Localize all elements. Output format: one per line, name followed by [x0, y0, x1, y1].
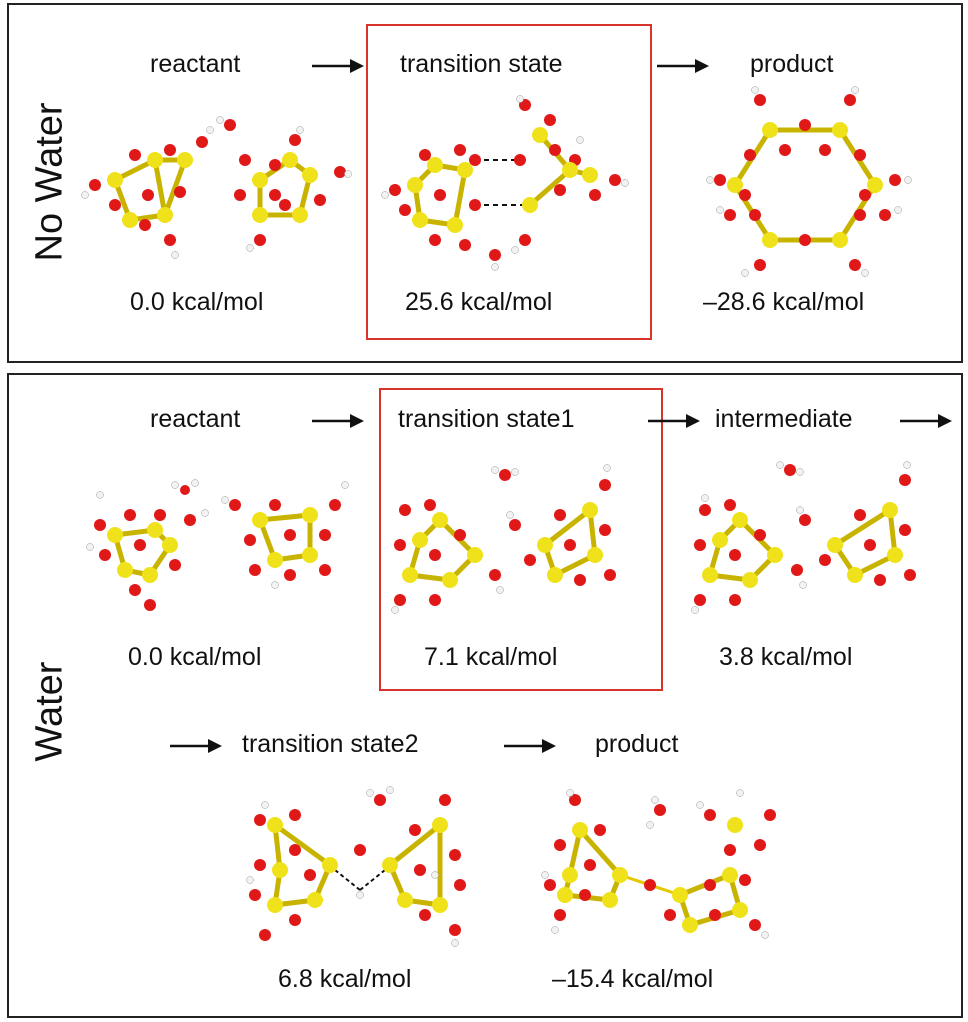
panel-water [7, 373, 963, 1018]
step-label-reactant: reactant [150, 50, 241, 78]
highlight-transition-state [366, 24, 652, 340]
arrow-5 [900, 414, 952, 428]
highlight-transition-state1 [379, 388, 663, 691]
arrow-2 [657, 59, 709, 73]
step-label-product-water: product [595, 730, 679, 758]
molecule-product-no-water [706, 86, 912, 277]
arrow-6 [170, 739, 222, 753]
energy-transition-state: 25.6 kcal/mol [405, 288, 553, 316]
energy-transition-state2: 6.8 kcal/mol [278, 965, 412, 993]
step-label-transition-state: transition state [400, 50, 563, 78]
step-label-product: product [750, 50, 834, 78]
energy-intermediate: 3.8 kcal/mol [719, 643, 853, 671]
molecule-reactant-water [86, 479, 349, 611]
panel-no-water [7, 3, 963, 363]
energy-transition-state1: 7.1 kcal/mol [424, 643, 558, 671]
molecule-transition-state2-water [246, 786, 466, 947]
panel-title-water: Water [28, 661, 71, 762]
step-label-intermediate: intermediate [715, 405, 853, 433]
molecule-transition-state-no-water [381, 95, 629, 271]
molecule-product-water [541, 789, 776, 939]
step-label-transition-state2: transition state2 [242, 730, 419, 758]
arrow-3 [312, 414, 364, 428]
arrow-7 [504, 739, 556, 753]
energy-reactant-water: 0.0 kcal/mol [128, 643, 262, 671]
arrow-1 [312, 59, 364, 73]
step-label-transition-state1: transition state1 [398, 405, 575, 433]
panel-title-no-water: No Water [28, 102, 71, 262]
energy-product: –28.6 kcal/mol [703, 288, 865, 316]
molecule-transition-state1-water [391, 464, 616, 614]
arrow-4 [648, 414, 700, 428]
molecule-intermediate-water [691, 461, 916, 614]
energy-reactant: 0.0 kcal/mol [130, 288, 264, 316]
energy-product-water: –15.4 kcal/mol [552, 965, 714, 993]
step-label-reactant-water: reactant [150, 405, 241, 433]
molecule-reactant-no-water [81, 116, 352, 259]
